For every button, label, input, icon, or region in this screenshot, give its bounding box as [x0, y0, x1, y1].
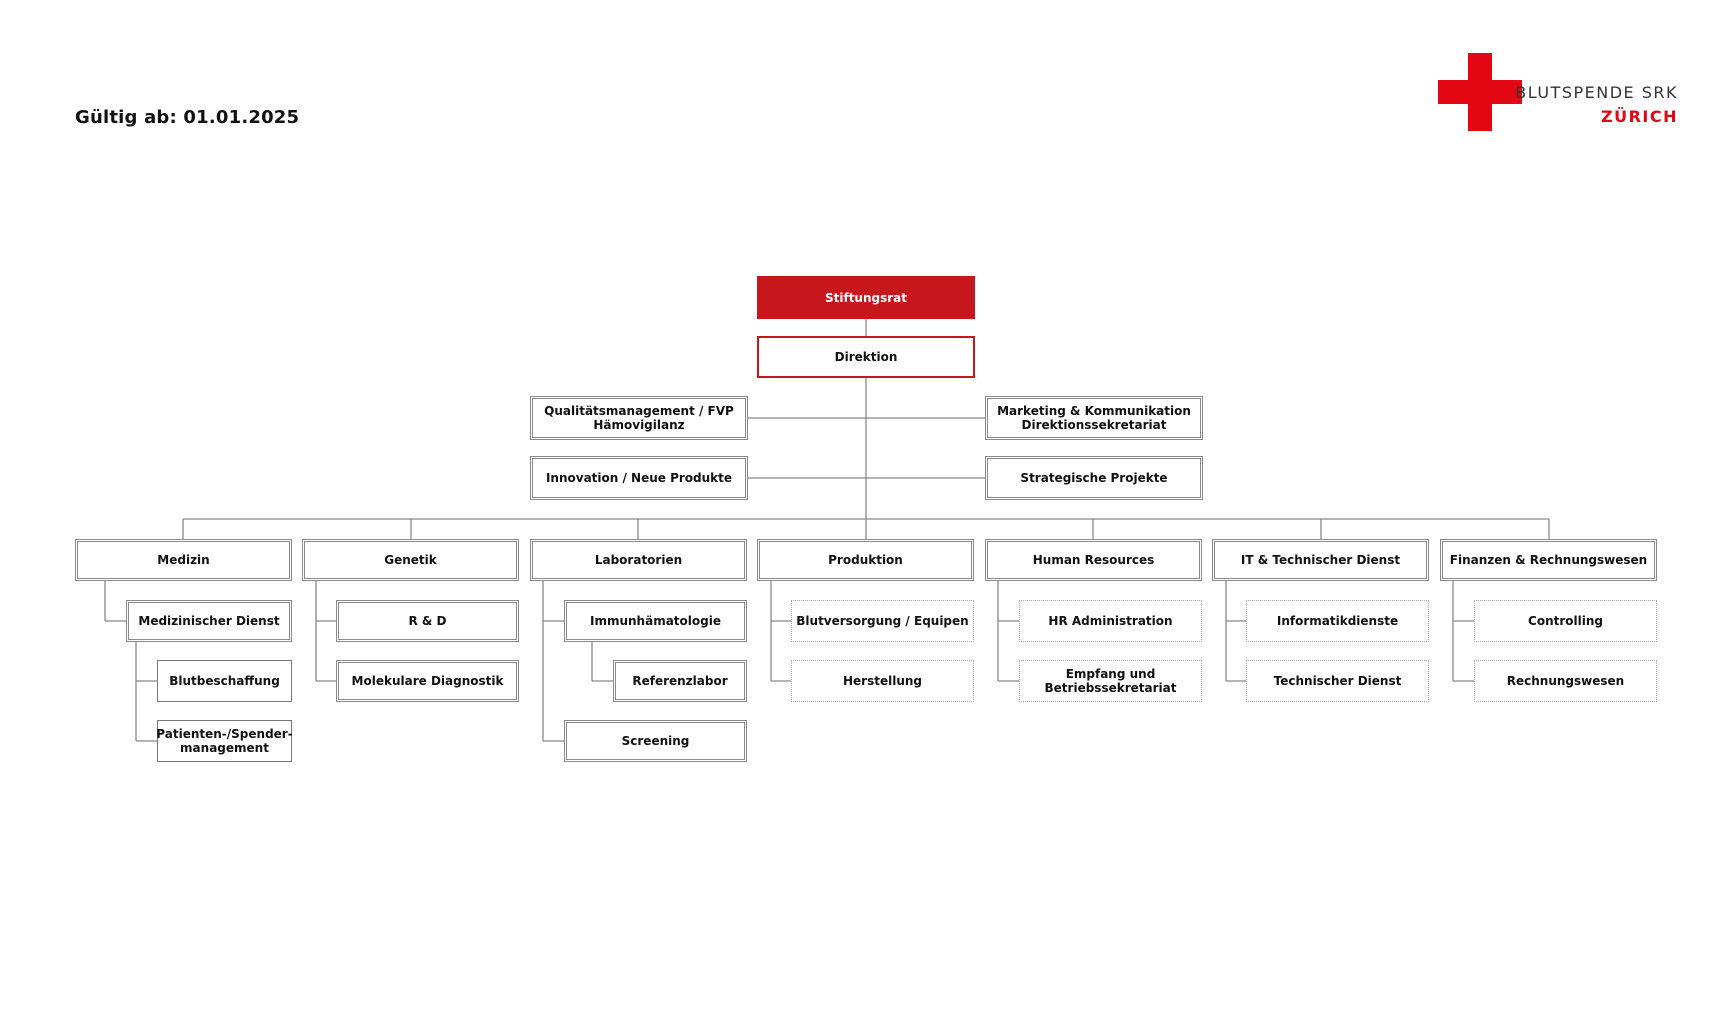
org-box-unit-empfang: Empfang und Betriebssekretariat: [1019, 660, 1202, 702]
org-box-unit-referenzlabor: Referenzlabor: [613, 660, 747, 702]
org-box-unit-technischer-dienst: Technischer Dienst: [1246, 660, 1429, 702]
red-cross-icon-bar: [1438, 80, 1522, 104]
org-box-unit-medizinischer-dienst: Medizinischer Dienst: [126, 600, 292, 642]
org-box-dept-laboratorien: Laboratorien: [530, 539, 747, 581]
org-box-unit-controlling: Controlling: [1474, 600, 1657, 642]
org-box-unit-hr-administration: HR Administration: [1019, 600, 1202, 642]
logo-text-line1: BLUTSPENDE SRK: [1515, 83, 1678, 102]
org-box-unit-molekulare-diagnostik: Molekulare Diagnostik: [336, 660, 519, 702]
org-box-unit-rechnungswesen: Rechnungswesen: [1474, 660, 1657, 702]
org-box-unit-herstellung: Herstellung: [791, 660, 974, 702]
org-box-dept-it: IT & Technischer Dienst: [1212, 539, 1429, 581]
org-box-unit-immunhaematologie: Immunhämatologie: [564, 600, 747, 642]
org-box-staff-left-2: Innovation / Neue Produkte: [530, 456, 748, 500]
org-box-direktion: Direktion: [757, 336, 975, 378]
org-box-unit-r-and-d: R & D: [336, 600, 519, 642]
org-box-stiftungsrat: Stiftungsrat: [757, 276, 975, 319]
org-box-staff-right-1: Marketing & Kommunikation Direktionssekr…: [985, 396, 1203, 440]
org-box-dept-genetik: Genetik: [302, 539, 519, 581]
org-box-dept-finanzen: Finanzen & Rechnungswesen: [1440, 539, 1657, 581]
logo-text-line2: ZÜRICH: [1601, 107, 1678, 126]
valid-from-date: Gültig ab: 01.01.2025: [75, 107, 300, 128]
org-box-unit-screening: Screening: [564, 720, 747, 762]
org-box-staff-left-1: Qualitätsmanagement / FVP Hämovigilanz: [530, 396, 748, 440]
org-box-unit-patienten-spender: Patienten-/Spender- management: [156, 720, 293, 762]
org-box-dept-hr: Human Resources: [985, 539, 1202, 581]
org-box-unit-informatikdienste: Informatikdienste: [1246, 600, 1429, 642]
srk-logo: BLUTSPENDE SRK ZÜRICH: [1438, 53, 1678, 133]
org-box-unit-blutbeschaffung: Blutbeschaffung: [157, 660, 292, 702]
org-box-dept-produktion: Produktion: [757, 539, 974, 581]
org-box-dept-medizin: Medizin: [75, 539, 292, 581]
org-box-unit-blutversorgung: Blutversorgung / Equipen: [791, 600, 974, 642]
org-box-staff-right-2: Strategische Projekte: [985, 456, 1203, 500]
